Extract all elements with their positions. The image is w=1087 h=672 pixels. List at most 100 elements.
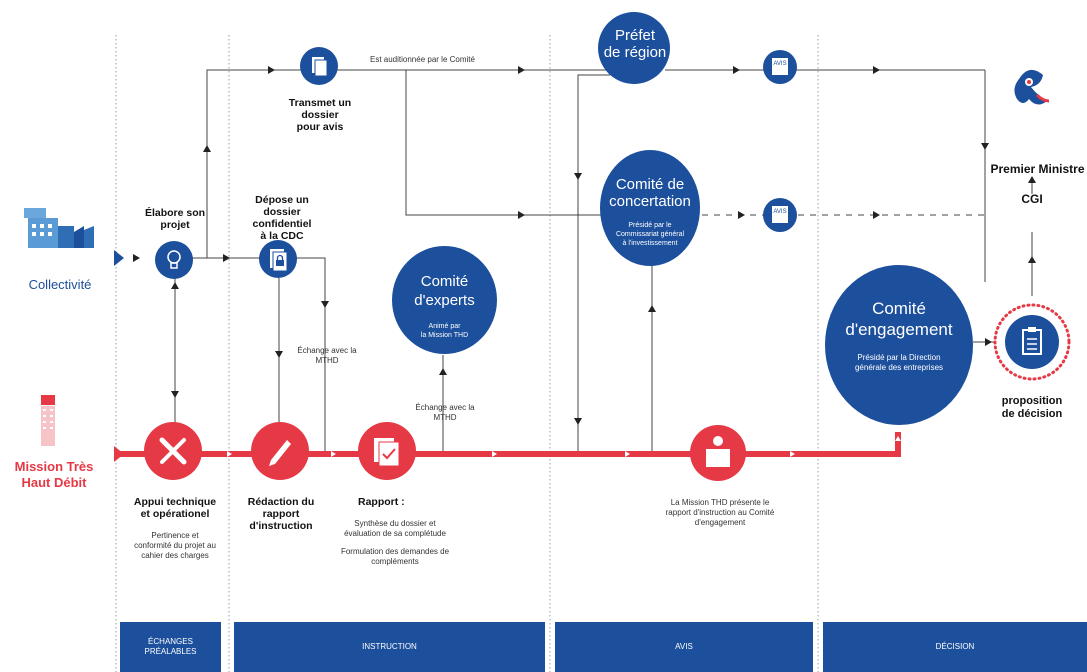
- arrow-head: [171, 282, 179, 289]
- mission-arrow: [114, 446, 124, 462]
- rapport-label: Rapport :: [358, 496, 405, 508]
- appui-label: Appui technique et opérationel: [125, 496, 225, 520]
- appui-d2: conformité du projet au: [134, 541, 216, 550]
- collectivite-label: Collectivité: [28, 277, 92, 292]
- arrow-head: [895, 436, 901, 441]
- proposition-l2: de décision: [1001, 408, 1063, 420]
- arrow-head: [873, 66, 880, 74]
- collectivite-arrow: [114, 250, 124, 266]
- rapport-d1: Synthèse du dossier et: [354, 519, 436, 528]
- engagement-sub2: générale des entreprises: [854, 363, 944, 372]
- phase-echanges-l1: ÉCHANGES: [148, 637, 193, 646]
- experts-sub: Animé par la Mission THD: [392, 322, 497, 340]
- depose-label-l1: Dépose un: [255, 194, 309, 206]
- redaction-l2: rapport: [262, 508, 300, 520]
- premier-ministre-label: Premier Ministre: [990, 162, 1085, 176]
- appui-d1: Pertinence et: [151, 531, 199, 540]
- phase-echanges-l2: PRÉALABLES: [144, 647, 197, 656]
- arrow-head: [171, 391, 179, 398]
- rapport-d3: Formulation des demandes de: [340, 547, 450, 556]
- depose-label-l2: dossier confidentiel: [252, 206, 312, 230]
- elabore-label-l1: Élabore son: [144, 207, 206, 219]
- auditionnee-label: Est auditionnée par le Comité: [370, 55, 475, 64]
- proposition-ring: [993, 303, 1071, 381]
- arrow-head: [733, 66, 740, 74]
- pencil-icon: [251, 422, 309, 480]
- concertation-sub: Présidé par le Commissariat général à l'…: [600, 221, 700, 248]
- redaction-label: Rédaction du rapport d'instruction: [236, 496, 326, 532]
- arrow-head: [518, 211, 525, 219]
- cgi-label: CGI: [1021, 192, 1043, 206]
- transmet-label-l1: Transmet un dossier: [288, 97, 352, 121]
- experts-circle: [392, 246, 497, 354]
- concertation-sub1: Présidé par le: [628, 222, 672, 229]
- avis-badge-1: AVIS: [772, 58, 788, 75]
- rapport-d4: compléments: [371, 557, 419, 566]
- arrow-head: [492, 451, 497, 457]
- arrow-head: [133, 254, 140, 262]
- lightbulb-icon: [155, 241, 193, 279]
- engagement-circle: [825, 265, 973, 425]
- concertation-label-l1: Comité de: [615, 176, 685, 193]
- redaction-l3: d'instruction: [249, 520, 313, 532]
- presente-l3: d'engagement: [694, 518, 746, 527]
- phase-decision: DÉCISION: [823, 622, 1087, 672]
- appui-desc: Pertinence et conformité du projet au ca…: [125, 531, 225, 561]
- redaction-l1: Rédaction du: [247, 496, 315, 508]
- document-stack-icon: [300, 47, 338, 85]
- prefet-label-l2: de région: [603, 44, 667, 61]
- engagement-label: Comité d'engagement: [825, 298, 973, 340]
- arrow-head: [574, 173, 582, 180]
- connector-line: [577, 74, 610, 452]
- experts-label-l2: d'experts: [414, 292, 475, 309]
- echange-mthd-l1: Échange avec la: [297, 346, 357, 355]
- elabore-label: Élabore son projet: [135, 207, 215, 231]
- mission-tower-icon: [38, 395, 58, 450]
- avis-badge-2: AVIS: [772, 206, 788, 223]
- appui-l2: et opérationel: [140, 508, 210, 520]
- depose-label: Dépose un dossier confidentiel à la CDC: [237, 194, 327, 242]
- elabore-label-l2: projet: [160, 219, 190, 231]
- presenter-icon: [690, 425, 746, 481]
- phase-decision-label: DÉCISION: [935, 642, 975, 651]
- concertation-label-l2: concertation: [609, 193, 691, 210]
- connector-line: [405, 70, 610, 216]
- locked-document-icon: [259, 240, 297, 278]
- mission-main-line: [120, 432, 901, 457]
- concertation-label: Comité de concertation: [600, 176, 700, 210]
- experts-label-l1: Comité: [420, 273, 469, 290]
- clipboard-icon: [1005, 315, 1059, 369]
- proposition-l1: proposition: [1001, 395, 1063, 407]
- mission-label-line2: Haut Débit: [21, 475, 87, 490]
- arrow-head: [574, 418, 582, 425]
- experts-label: Comité d'experts: [392, 272, 497, 310]
- experts-sub2: la Mission THD: [420, 332, 469, 339]
- echange-mthd2-l1: Échange avec la: [415, 403, 475, 412]
- collectivite-building-icon: [20, 200, 100, 260]
- concertation-sub3: à l'investissement: [622, 240, 678, 247]
- phase-echanges-prealables: ÉCHANGES PRÉALABLES: [120, 622, 221, 672]
- marianne-logo-icon: [1007, 65, 1057, 115]
- arrow-head: [1028, 176, 1036, 183]
- engagement-sub: Présidé par la Direction générale des en…: [825, 353, 973, 373]
- arrow-head: [790, 451, 795, 457]
- arrow-head: [981, 143, 989, 150]
- prefet-label: Préfet de région: [600, 27, 670, 61]
- arrow-head: [321, 301, 329, 308]
- presente-l1: La Mission THD présente le: [670, 498, 770, 507]
- phase-instruction-label: INSTRUCTION: [362, 642, 417, 651]
- proposition-label: proposition de décision: [992, 395, 1072, 421]
- phase-instruction: INSTRUCTION: [234, 622, 545, 672]
- rapport-desc: Synthèse du dossier et évaluation de sa …: [330, 519, 460, 567]
- depose-label-l3: à la CDC: [260, 230, 304, 242]
- mission-label: Mission Très Haut Débit: [2, 459, 106, 491]
- echange-mthd2-label: Échange avec la MTHD: [415, 403, 475, 423]
- engagement-label-l2: d'engagement: [845, 320, 953, 339]
- arrow-head: [227, 451, 232, 457]
- arrow-head: [439, 368, 447, 375]
- engagement-sub1: Présidé par la Direction: [857, 353, 941, 362]
- arrow-head: [223, 254, 230, 262]
- arrow-head: [331, 451, 336, 457]
- connector-line: [300, 257, 326, 452]
- tools-icon: [144, 422, 202, 480]
